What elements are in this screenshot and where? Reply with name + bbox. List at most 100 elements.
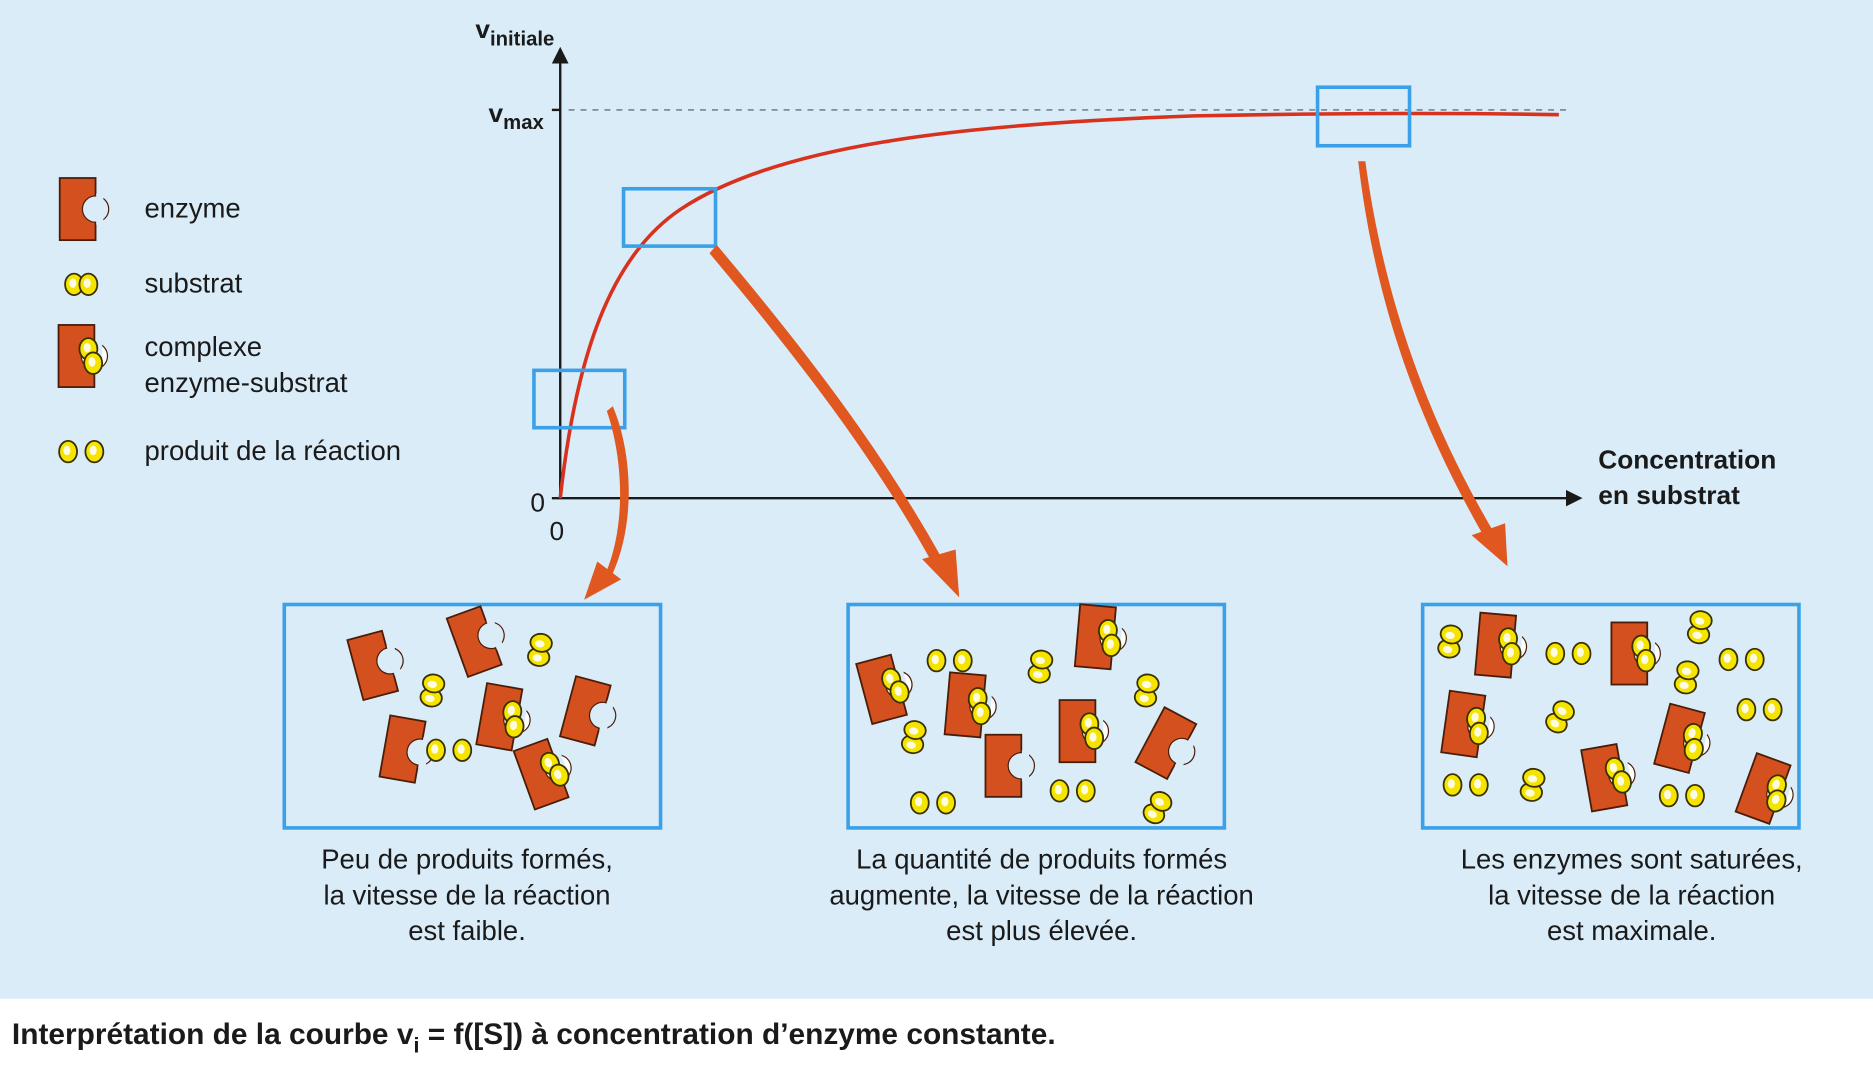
substrate-ball-highlight [1689,743,1697,753]
substrate-ball-highlight [1474,727,1482,737]
enzyme-active-site [81,195,110,223]
substrate-icon [900,720,927,755]
x-axis-label-line1: Concentration [1598,444,1776,474]
substrate-icon [1142,791,1173,825]
complex-icon [1440,689,1495,759]
complex-icon [57,324,109,388]
substrate-ball-highlight [1771,794,1780,805]
product-ball-highlight [1767,703,1776,714]
complex-icon [1073,603,1127,671]
panel-1-caption-line-3: est faible. [408,915,526,946]
substrate-ball-highlight [906,741,916,749]
substrate-icon [1437,624,1463,659]
y-axis-label: vinitiale [475,14,554,50]
x-axis-label-line2: en substrat [1598,480,1740,510]
substrate-ball-highlight [1609,762,1617,773]
legend-complex-label-1: complexe [145,331,263,362]
y-zero-label: 0 [530,487,545,517]
enzyme-icon [984,733,1036,798]
legend-enzyme-label: enzyme [145,192,241,223]
substrate-ball-highlight [427,680,438,689]
panel-2-caption-line-3: est plus élevée. [946,915,1137,946]
complex-icon [855,653,913,726]
substrate-ball-highlight [1141,680,1152,689]
substrate-ball-highlight [1503,632,1511,643]
substrate-ball-highlight [554,769,562,780]
substrate-ball-highlight [83,278,91,288]
product-icon [1718,647,1765,672]
high-substrate-box [1315,85,1412,148]
substrate-ball-highlight [1103,624,1111,635]
product-icon [58,439,105,464]
substrate-ball-highlight [1471,712,1479,722]
arrow-head-3 [1471,523,1508,567]
panel-2-caption-line-2: augmente, la vitesse de la réaction [829,879,1253,910]
enzyme-icon [558,675,617,747]
complex-icon [1734,752,1794,825]
substrate-ball-highlight [1445,631,1455,640]
product-ball-highlight [958,654,966,665]
substrate-ball-highlight [1616,776,1625,786]
substrate-ball-highlight [1033,671,1043,679]
complex-icon [1474,611,1528,679]
legend-substrate-label: substrat [145,268,243,299]
substrate-ball-highlight [509,720,518,731]
product-ball-highlight [1054,784,1062,795]
pointer-arrows [584,161,1508,600]
substrate-ball-highlight [1688,728,1696,738]
substrate-icon [419,673,446,708]
product-ball-highlight [1741,703,1749,714]
complex-icon [1058,699,1110,764]
substrate-ball-highlight [886,673,894,684]
enzyme-icon [445,605,505,679]
substrate-icon [527,632,553,667]
product-ball-highlight [1550,647,1558,658]
panel-medium-box [846,602,1227,830]
complex-icon [1610,621,1661,686]
product-ball-highlight [1723,653,1731,664]
substrate-ball-highlight [1679,681,1689,690]
substrate-icon [1519,767,1546,802]
product-icon [926,649,973,673]
vmax-label: vmax [489,98,545,134]
complex-icon [1580,743,1636,813]
product-icon [909,791,956,815]
legend [57,177,110,464]
substrate-icon [1545,700,1575,734]
enzyme-active-site [1007,752,1036,780]
product-ball-highlight [931,654,939,665]
product-ball-highlight [1690,789,1698,800]
medium-substrate-box [621,186,718,248]
panel-captions: Peu de produits formés, la vitesse de la… [321,844,1802,947]
product-ball-highlight [1576,647,1584,658]
substrate-icon [1133,673,1160,708]
product-ball-highlight [914,796,923,807]
complex-icon [512,737,572,811]
caption-background [0,998,1873,1080]
panel-1-caption-line-1: Peu de produits formés, [321,844,613,875]
panel-particles [346,603,1794,825]
legend-product-label: produit de la réaction [145,435,402,466]
substrate-ball-highlight [1641,654,1649,665]
complex-icon [943,671,997,739]
substrate-ball-highlight [544,757,553,768]
enzyme-icon [1134,706,1198,781]
product-ball-highlight [1749,653,1758,664]
substrate-ball-highlight [1692,631,1702,639]
substrate-ball-highlight [1557,707,1567,715]
product-ball-highlight [1474,778,1482,789]
x-zero-label: 0 [549,516,564,546]
substrate-ball-highlight [425,694,435,703]
substrate-icon [1673,660,1700,695]
substrate-ball-highlight [1636,640,1644,650]
substrate-ball-highlight [88,357,96,367]
arrow-head-2 [922,549,960,598]
substrate-ball-highlight [1089,732,1097,742]
product-ball-highlight [63,445,71,456]
product-ball-highlight [431,744,439,754]
product-ball-highlight [1447,778,1455,789]
product-icon [1736,697,1783,722]
panel-1-caption-line-2: la vitesse de la réaction [324,879,611,910]
substrate-ball-highlight [973,692,981,703]
